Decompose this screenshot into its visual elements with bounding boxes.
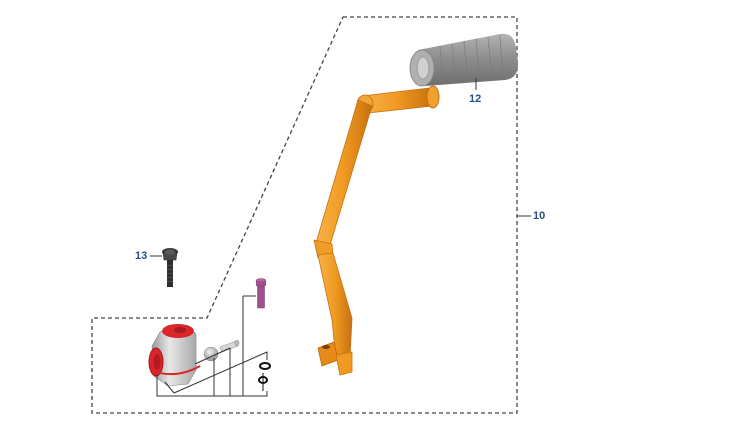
subassembly-leader-lines [156,295,268,397]
rubber-grip-part [409,33,519,87]
washer-part [258,362,271,391]
callout-label-13: 13 [135,250,148,262]
flange-bolt-part [162,248,178,287]
callout-label-10: 10 [533,210,546,222]
kick-lever-part [313,85,440,376]
callout-label-12: 12 [469,93,482,105]
lever-boss-part [148,324,201,387]
spring-rod-part [219,339,240,353]
assembly-group-outline [91,16,518,414]
pin-part [255,278,267,309]
